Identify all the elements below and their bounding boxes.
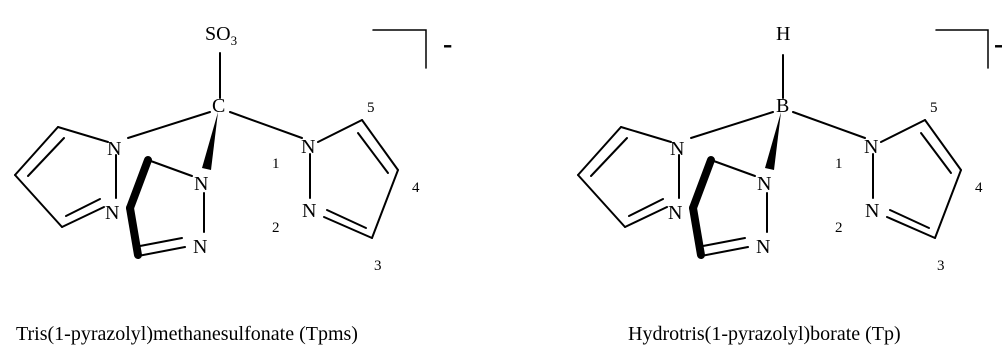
- molecule-tpms: SO3 C N N N N N N 1 2 3 4 5 - Tris(1-pyr…: [14, 23, 452, 345]
- nitrogen-label: N: [756, 236, 770, 258]
- molecule-caption: Tris(1-pyrazolyl)methanesulfonate (Tpms): [16, 323, 358, 345]
- ring-number-5: 5: [930, 100, 938, 116]
- nitrogen-label: N: [193, 236, 207, 258]
- nitrogen-label: N: [668, 202, 682, 224]
- nitrogen-label: N: [107, 138, 121, 160]
- ring-number-4: 4: [412, 180, 420, 196]
- nitrogen-label: N: [105, 202, 119, 224]
- ring-number-4: 4: [975, 180, 983, 196]
- nitrogen-label: N: [757, 173, 771, 195]
- apical-group-label: SO3: [205, 23, 237, 48]
- nitrogen-label: N: [670, 138, 684, 160]
- apical-group-label: H: [776, 23, 790, 45]
- bonds-tpms: [14, 52, 399, 259]
- charge-bracket: [372, 29, 427, 69]
- ring-number-1: 1: [272, 156, 280, 172]
- charge-label: -: [443, 29, 452, 60]
- ring-number-2: 2: [272, 220, 280, 236]
- charge-label: -: [994, 29, 1002, 60]
- ring-number-2: 2: [835, 220, 843, 236]
- charge-bracket: [935, 29, 989, 69]
- center-atom-label: C: [212, 95, 225, 117]
- nitrogen-label: N: [302, 200, 316, 222]
- nitrogen-label: N: [864, 136, 878, 158]
- ring-number-3: 3: [374, 258, 382, 274]
- ring-number-1: 1: [835, 156, 843, 172]
- ring-number-3: 3: [937, 258, 945, 274]
- molecule-caption: Hydrotris(1-pyrazolyl)borate (Tp): [628, 323, 901, 345]
- ring-number-5: 5: [367, 100, 375, 116]
- molecule-tp: H B N N N N N N 1 2 3 4 5 - Hydrotris(1-…: [577, 23, 1002, 345]
- center-atom-label: B: [776, 95, 789, 117]
- nitrogen-label: N: [301, 136, 315, 158]
- nitrogen-label: N: [865, 200, 879, 222]
- nitrogen-label: N: [194, 173, 208, 195]
- bonds-tp: [577, 54, 962, 259]
